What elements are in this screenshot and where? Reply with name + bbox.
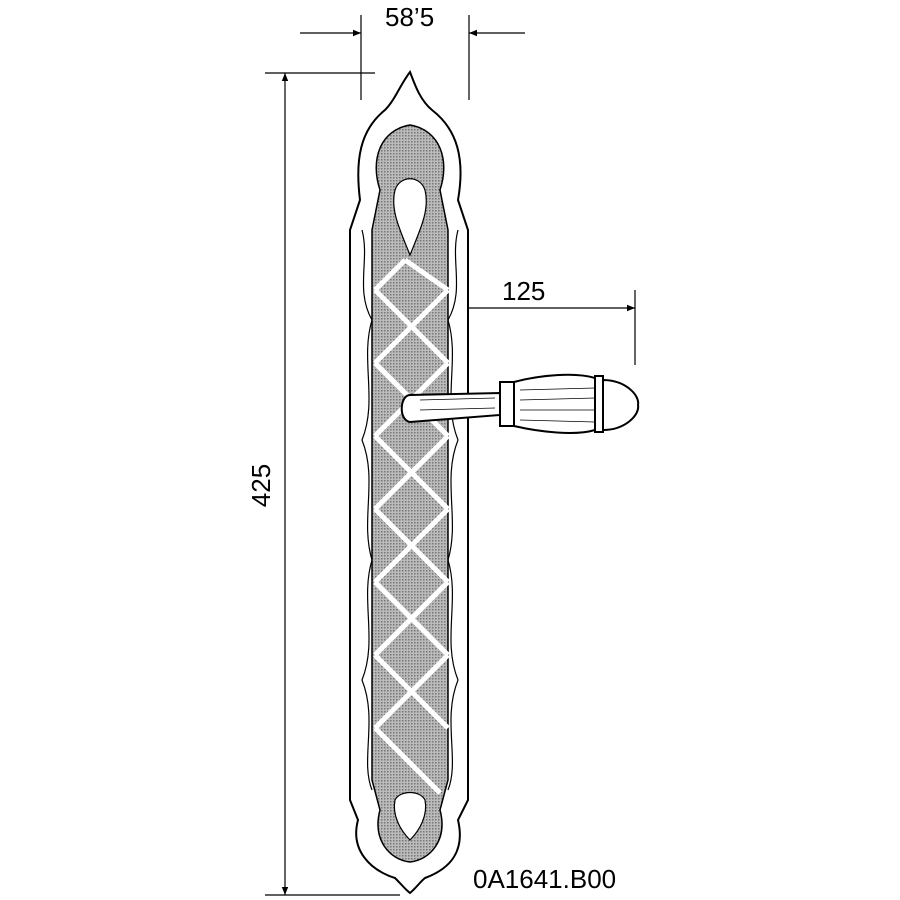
width-dimension [300,15,525,100]
width-dimension-label: 58’5 [385,2,435,32]
height-dimension-label: 425 [246,463,277,508]
product-code: 0A1641.B00 [473,864,617,894]
backplate [349,69,469,895]
lever-handle [400,373,640,434]
height-dimension [265,72,400,896]
projection-dimension-label: 125 [502,276,546,306]
